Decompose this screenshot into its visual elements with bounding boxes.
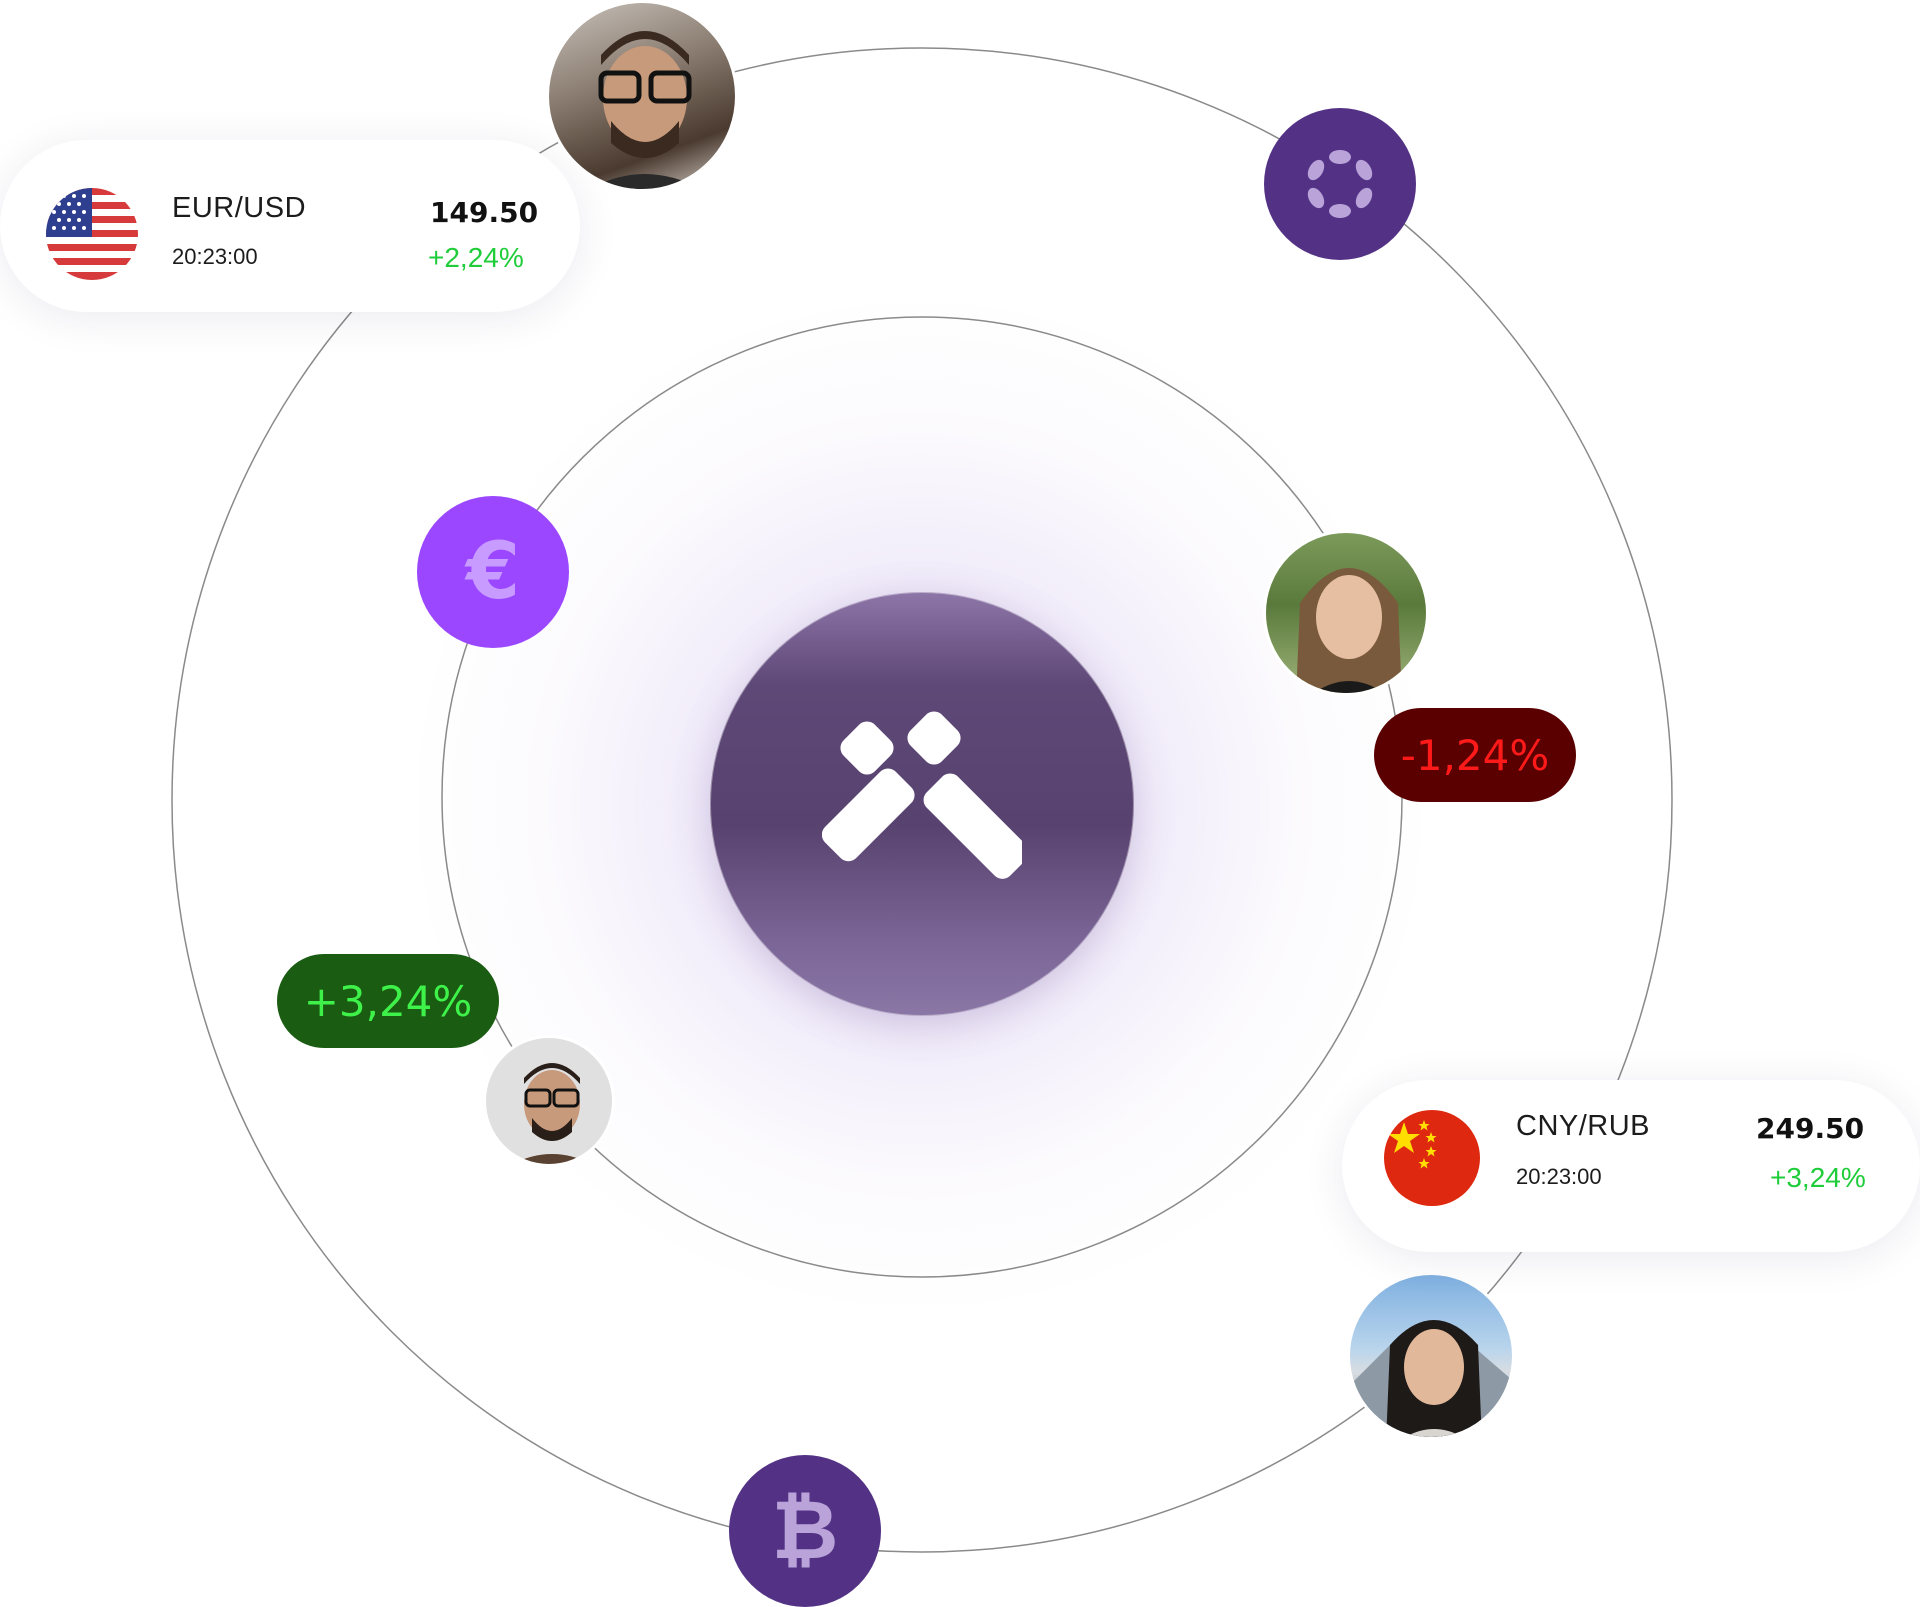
euro-icon: € [465, 527, 521, 617]
person-icon [1350, 1320, 1512, 1437]
ticker-card-cny-rub[interactable]: CNY/RUB 20:23:00 249.50 +3,24% [1342, 1080, 1920, 1252]
price: 149.50 [430, 196, 539, 229]
bitcoin-coin[interactable]: ₿ [729, 1455, 881, 1607]
timestamp: 20:23:00 [1516, 1164, 1602, 1189]
china-flag-icon [1384, 1110, 1480, 1206]
timestamp: 20:23:00 [172, 244, 258, 269]
person-icon [512, 1063, 592, 1164]
price: 249.50 [1756, 1112, 1865, 1145]
polkadot-icon [1307, 150, 1373, 218]
currency-pair: CNY/RUB [1516, 1110, 1651, 1142]
outer-orbit [171, 47, 1673, 1553]
loss-change-pill: -1,24% [1374, 708, 1576, 802]
bitcoin-icon: ₿ [771, 1483, 839, 1578]
us-flag-icon [46, 188, 138, 280]
x-logo-icon [822, 711, 1022, 879]
price-change: +2,24% [428, 242, 524, 273]
avatar-man-glasses-small[interactable] [483, 1035, 615, 1167]
polkadot-coin[interactable] [1264, 108, 1416, 260]
person-icon [589, 31, 701, 189]
gain-change-pill: +3,24% [277, 954, 499, 1048]
avatar-woman-park[interactable] [1263, 530, 1429, 696]
avatar-woman-mountains[interactable] [1347, 1272, 1515, 1440]
price-change: +3,24% [1770, 1162, 1866, 1193]
euro-coin[interactable]: € [417, 496, 569, 648]
avatar-man-glasses-top[interactable] [546, 0, 738, 192]
ticker-card-eur-usd[interactable]: EUR/USD 20:23:00 149.50 +2,24% [0, 140, 580, 312]
currency-pair: EUR/USD [172, 192, 307, 224]
person-icon [1296, 568, 1402, 693]
central-hub[interactable] [710, 592, 1134, 1016]
